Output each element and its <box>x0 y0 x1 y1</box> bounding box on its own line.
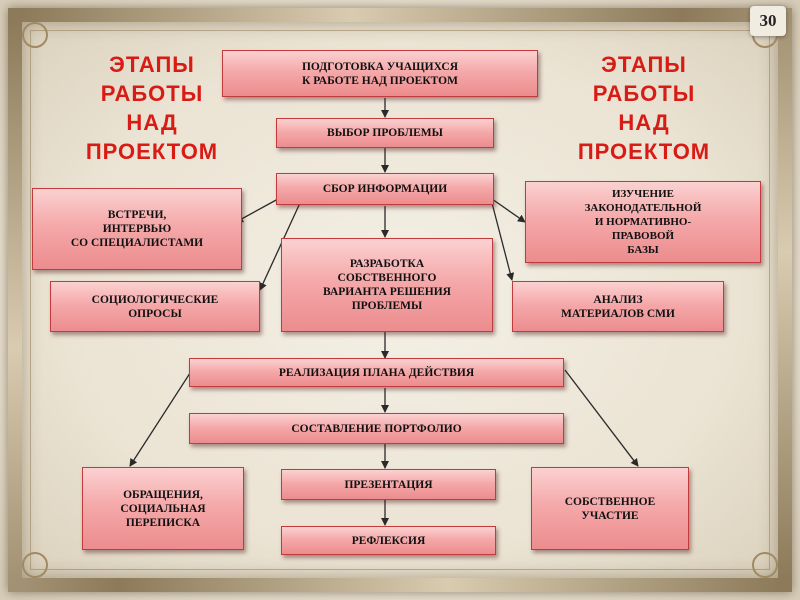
arrow-info-to-surveys <box>259 202 301 291</box>
page-number: 30 <box>750 6 786 36</box>
frame-corner-ornament <box>22 22 48 48</box>
arrow-info-to-legislation <box>491 198 526 223</box>
node-media-analysis: АНАЛИЗ МАТЕРИАЛОВ СМИ <box>512 281 724 332</box>
title-right: ЭТАПЫ РАБОТЫ НАД ПРОЕКТОМ <box>577 52 711 164</box>
arrow-plan-to-participation <box>564 369 639 467</box>
node-surveys: СОЦИОЛОГИЧЕСКИЕ ОПРОСЫ <box>50 281 260 332</box>
node-preparation: ПОДГОТОВКА УЧАЩИХСЯ К РАБОТЕ НАД ПРОЕКТО… <box>222 50 538 97</box>
arrow-info-to-meetings <box>235 198 279 223</box>
node-presentation: ПРЕЗЕНТАЦИЯ <box>281 469 496 500</box>
node-legislation: ИЗУЧЕНИЕ ЗАКОНОДАТЕЛЬНОЙ И НОРМАТИВНО- П… <box>525 181 761 263</box>
node-problem-choice: ВЫБОР ПРОБЛЕМЫ <box>276 118 494 148</box>
node-own-solution: РАЗРАБОТКА СОБСТВЕННОГО ВАРИАНТА РЕШЕНИЯ… <box>281 238 493 332</box>
title-left: ЭТАПЫ РАБОТЫ НАД ПРОЕКТОМ <box>85 52 219 164</box>
node-own-participation: СОБСТВЕННОЕ УЧАСТИЕ <box>531 467 689 550</box>
frame-corner-ornament <box>752 552 778 578</box>
node-action-plan: РЕАЛИЗАЦИЯ ПЛАНА ДЕЙСТВИЯ <box>189 358 564 387</box>
node-info-gathering: СБОР ИНФОРМАЦИИ <box>276 173 494 205</box>
arrow-info-to-media <box>491 202 515 281</box>
inner-frame-line <box>30 30 770 570</box>
arrow-plan-to-appeals <box>129 369 193 467</box>
frame-corner-ornament <box>22 552 48 578</box>
node-reflection: РЕФЛЕКСИЯ <box>281 526 496 555</box>
node-portfolio: СОСТАВЛЕНИЕ ПОРТФОЛИО <box>189 413 564 444</box>
node-meetings: ВСТРЕЧИ, ИНТЕРВЬЮ СО СПЕЦИАЛИСТАМИ <box>32 188 242 270</box>
node-appeals: ОБРАЩЕНИЯ, СОЦИАЛЬНАЯ ПЕРЕПИСКА <box>82 467 244 550</box>
